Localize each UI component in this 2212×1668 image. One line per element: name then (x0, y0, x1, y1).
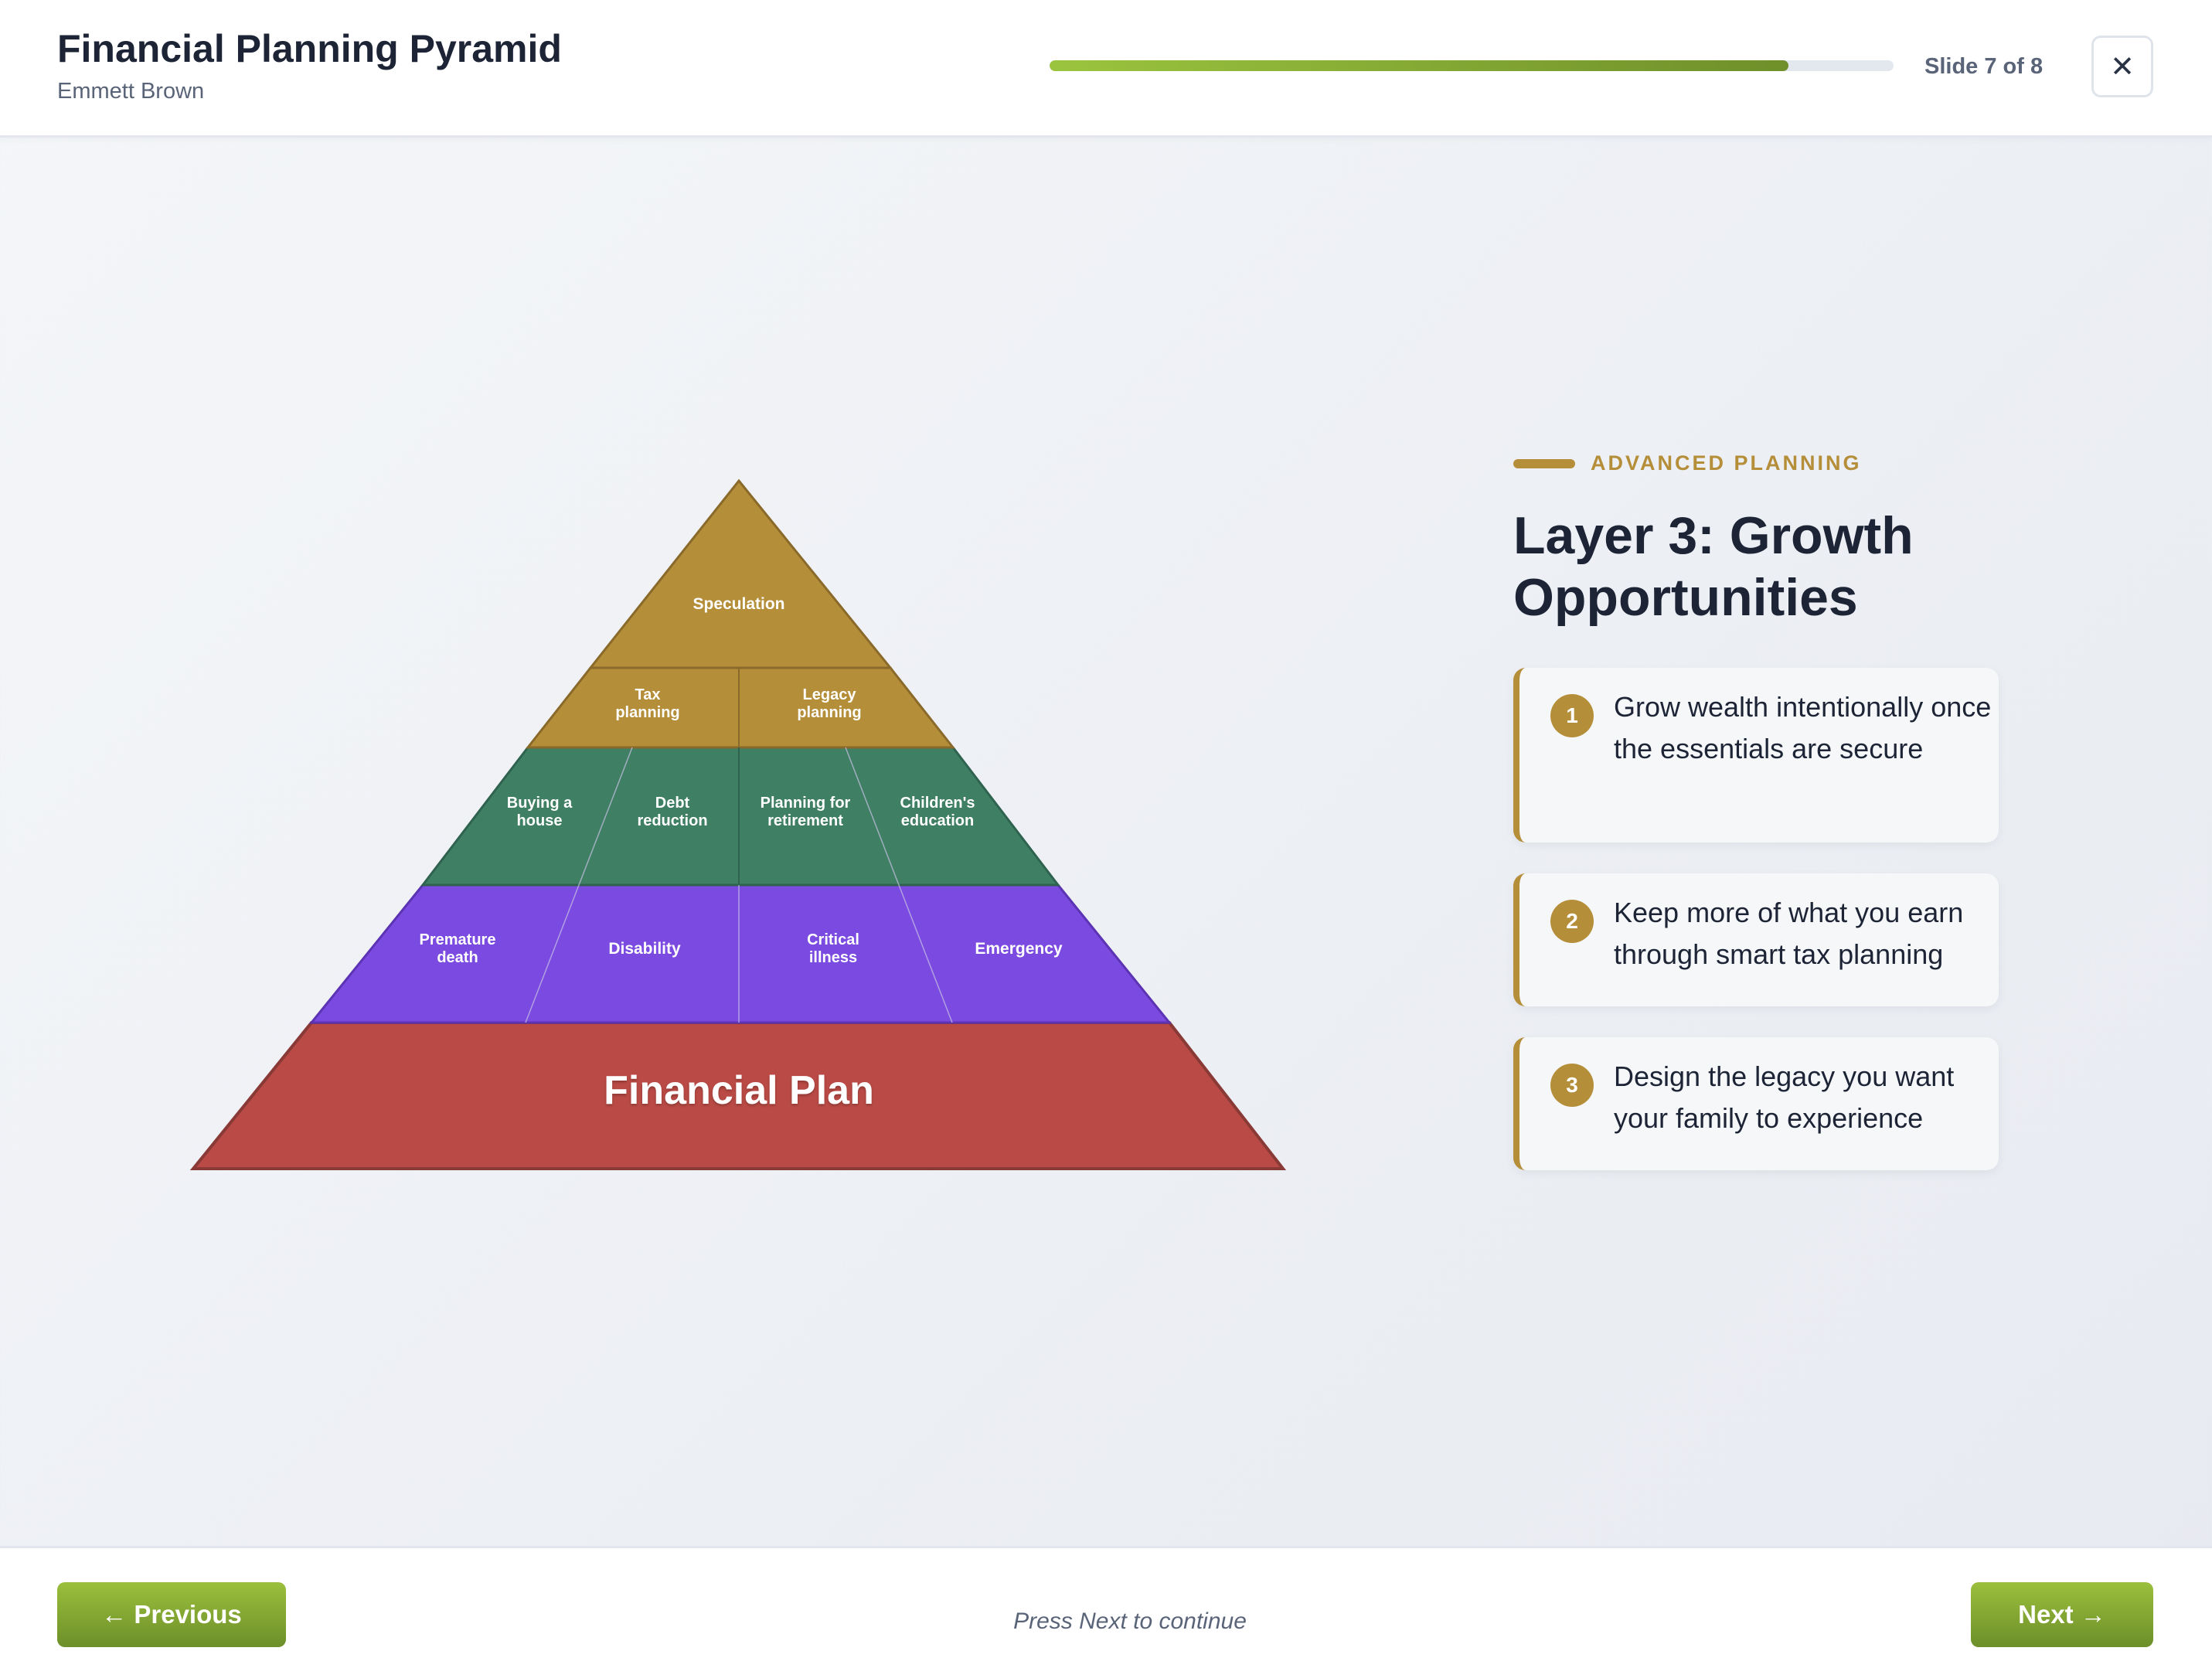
pyramid-layer-tax-legacy (525, 666, 956, 749)
presenter-name: Emmett Brown (57, 79, 205, 104)
deck-title: Financial Planning Pyramid (57, 27, 562, 70)
point-card-1: 1 Grow wealth intentionally once the ess… (1513, 668, 1999, 843)
kicker-accent-bar (1513, 459, 1575, 468)
previous-button[interactable]: ← Previous (57, 1582, 286, 1647)
slide-progress-bar (1050, 60, 1894, 71)
pyramid-svg: Speculation Tax planning Legacy planning… (189, 478, 1287, 1170)
label-death-line1: Premature (420, 931, 496, 948)
point-number-badge: 1 (1550, 694, 1594, 737)
slide-header: Financial Planning Pyramid Emmett Brown … (0, 0, 2212, 138)
label-debt-line1: Debt (655, 795, 690, 812)
slide-footer: ← Previous Press Next to continue Next → (0, 1546, 2212, 1668)
label-financial-plan: Financial Plan (604, 1068, 874, 1113)
point-number-badge: 2 (1550, 900, 1594, 943)
label-disability: Disability (608, 940, 681, 958)
label-education-line2: education (901, 812, 974, 829)
slide-progress-fill (1050, 60, 1788, 71)
section-kicker: ADVANCED PLANNING (1591, 451, 1862, 475)
next-button[interactable]: Next → (1971, 1582, 2153, 1647)
financial-pyramid: Speculation Tax planning Legacy planning… (185, 471, 1291, 1183)
label-illness-line2: illness (809, 949, 857, 966)
divider-goals-left (525, 747, 633, 1023)
point-card-2: 2 Keep more of what you earn through sma… (1513, 873, 1999, 1006)
divider-goals-right (845, 747, 953, 1023)
label-illness-line1: Critical (807, 931, 859, 948)
label-speculation: Speculation (693, 595, 784, 613)
label-emergency: Emergency (975, 940, 1063, 958)
label-house-line1: Buying a (507, 795, 573, 812)
label-legacy-line1: Legacy (803, 686, 857, 703)
navigation-hint: Press Next to continue (1013, 1608, 1247, 1634)
label-house-line2: house (517, 812, 563, 829)
label-death-line2: death (437, 949, 478, 966)
point-text: Design the legacy you want your family t… (1614, 1060, 1955, 1134)
pyramid-layer-speculation (587, 478, 893, 669)
point-card-3: 3 Design the legacy you want your family… (1513, 1037, 1999, 1170)
close-icon: ✕ (2110, 50, 2135, 83)
point-number-badge: 3 (1550, 1064, 1594, 1107)
label-debt-line2: reduction (637, 812, 707, 829)
section-title: Layer 3: Growth Opportunities (1513, 506, 1914, 627)
label-education-line1: Children's (900, 795, 975, 812)
label-retirement-line1: Planning for (761, 795, 851, 812)
label-tax-line2: planning (615, 704, 679, 721)
label-legacy-line2: planning (797, 704, 861, 721)
slide-counter: Slide 7 of 8 (1924, 54, 2044, 79)
point-text: Grow wealth intentionally once the essen… (1614, 691, 1992, 764)
label-retirement-line2: retirement (767, 812, 843, 829)
point-text: Keep more of what you earn through smart… (1614, 897, 1964, 970)
label-tax-line1: Tax (635, 686, 661, 703)
close-button[interactable]: ✕ (2091, 36, 2153, 97)
